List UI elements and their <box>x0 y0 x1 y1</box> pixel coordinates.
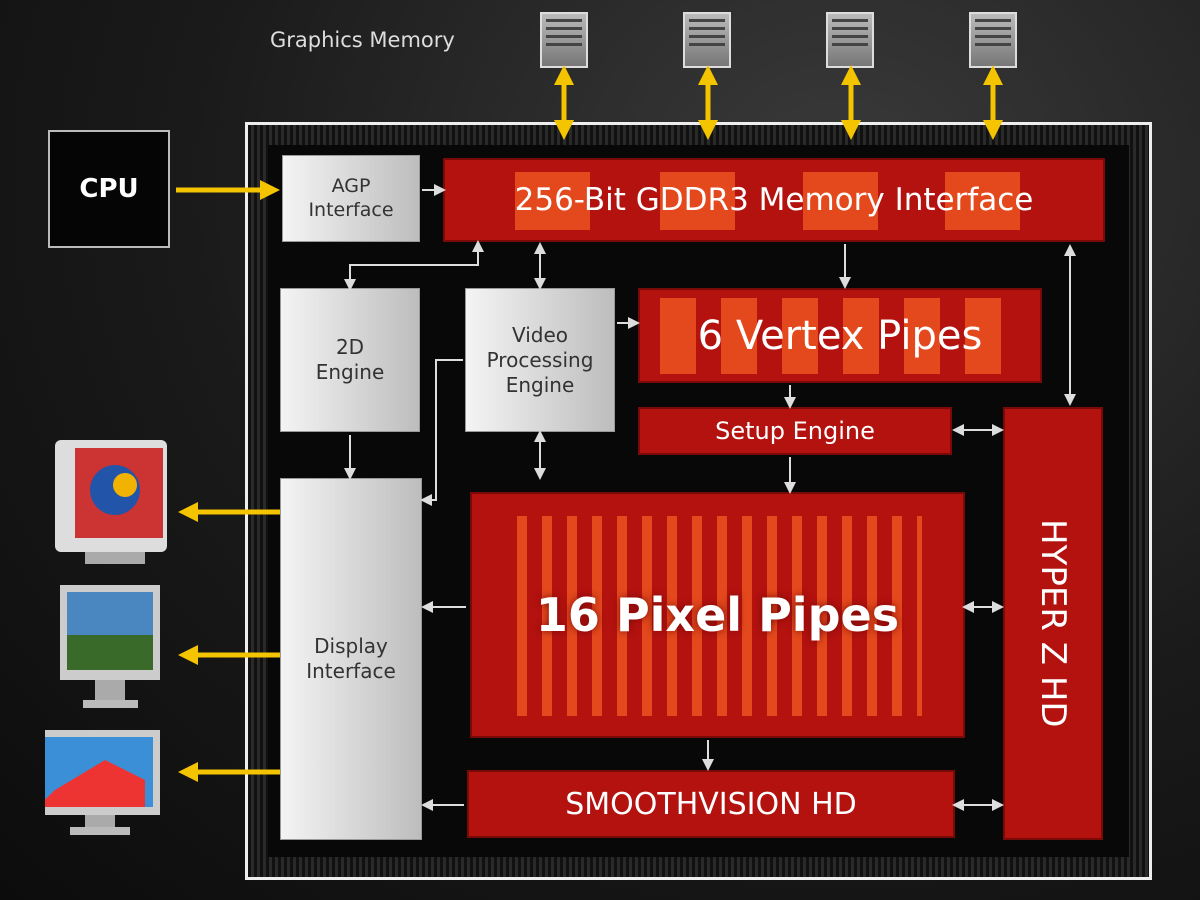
graphics-memory-label: Graphics Memory <box>270 28 455 52</box>
lcd-monitor-icon <box>60 585 160 708</box>
smoothvision-label: SMOOTHVISION HD <box>565 786 857 822</box>
vertex-pipes-block: 6 Vertex Pipes <box>638 288 1042 383</box>
pixel-pipes-label: 16 Pixel Pipes <box>535 588 900 642</box>
video-processing-block: Video Processing Engine <box>465 288 615 432</box>
memory-chip <box>540 12 588 68</box>
setup-engine-label: Setup Engine <box>715 417 875 445</box>
memory-chip <box>969 12 1017 68</box>
display-interface-block: Display Interface <box>280 478 422 840</box>
monitors <box>45 440 167 835</box>
memory-interface-label: 256-Bit GDDR3 Memory Interface <box>514 182 1034 218</box>
hyper-z-label: HYPER Z HD <box>1033 519 1073 728</box>
cpu-block: CPU <box>48 130 170 248</box>
2d-engine-block: 2D Engine <box>280 288 420 432</box>
hyper-z-block: HYPER Z HD <box>1003 407 1103 840</box>
smoothvision-block: SMOOTHVISION HD <box>467 770 955 838</box>
display-interface-label: Display Interface <box>306 634 396 683</box>
vertex-pipes-label: 6 Vertex Pipes <box>697 312 983 359</box>
crt-monitor-icon <box>55 440 167 564</box>
2d-engine-label: 2D Engine <box>315 335 385 384</box>
memory-interface-block: 256-Bit GDDR3 Memory Interface <box>443 158 1105 242</box>
memory-chip <box>826 12 874 68</box>
setup-engine-block: Setup Engine <box>638 407 952 455</box>
memory-chip <box>683 12 731 68</box>
video-processing-label: Video Processing Engine <box>486 322 594 397</box>
agp-label: AGP Interface <box>308 174 394 221</box>
flat-panel-icon <box>45 730 160 835</box>
agp-interface-block: AGP Interface <box>282 155 420 242</box>
pixel-pipes-block: 16 Pixel Pipes <box>470 492 965 738</box>
